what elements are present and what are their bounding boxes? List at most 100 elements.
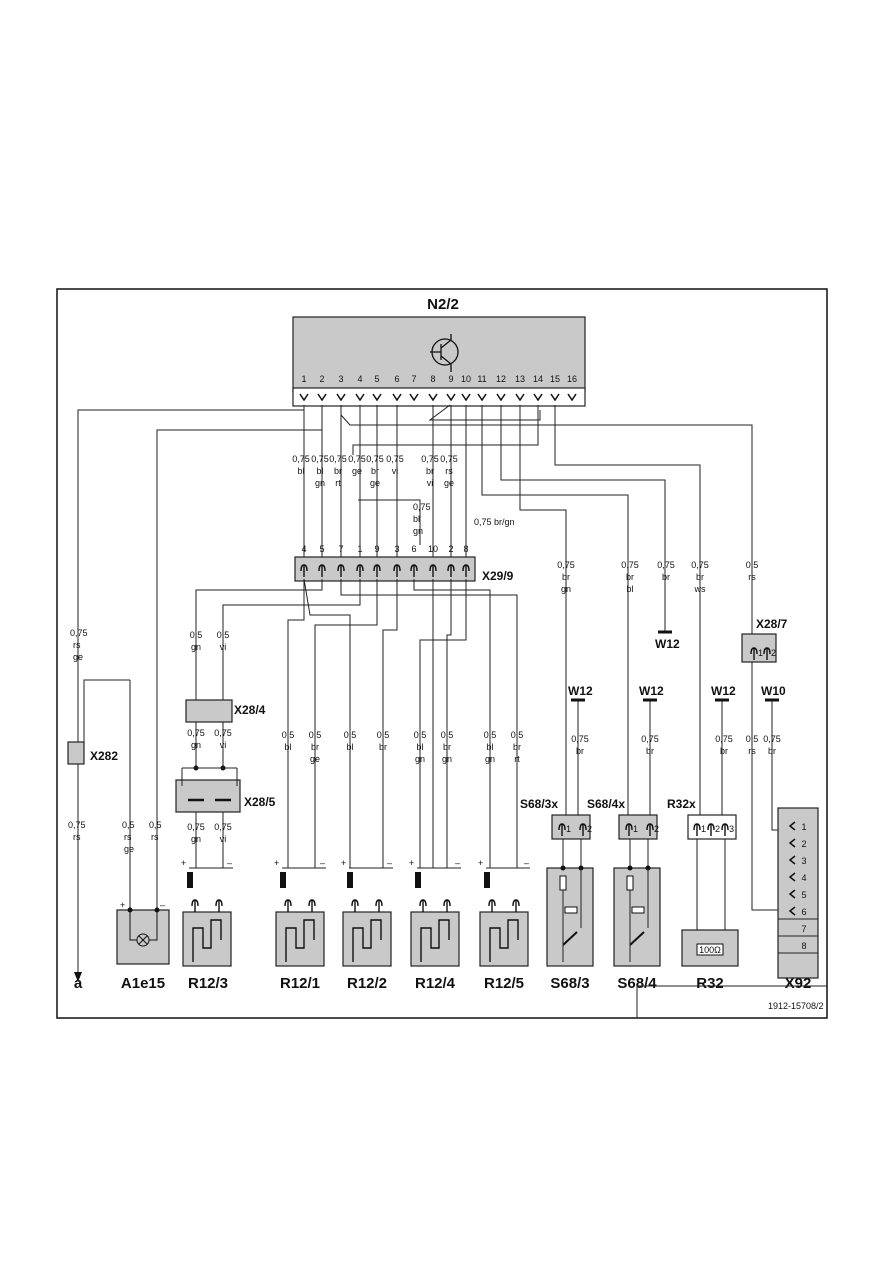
upper-wire-2-c2: rt <box>335 478 341 488</box>
r32-label: R32 <box>696 975 724 992</box>
upper-wire-6-c2: vi <box>427 478 434 488</box>
upper-wire-1-c2: gn <box>315 478 325 488</box>
lower-right-wire-4-size: 0,75 <box>763 734 781 744</box>
upper-wire-7-c2: ge <box>444 478 454 488</box>
s68-4-node-a <box>627 865 633 871</box>
x92-connector-block <box>777 807 819 979</box>
x92-pin-2: 2 <box>801 839 806 849</box>
s68-4-switch <box>613 867 661 967</box>
upper-wire-4-c1: br <box>371 466 379 476</box>
x28-5-label: X28/5 <box>244 795 276 809</box>
x28-4-out-0-size: 0,75 <box>187 728 205 738</box>
r12-4-body <box>410 911 460 967</box>
wire-mid-c1: bl <box>413 514 420 524</box>
r32-value-box <box>696 943 724 956</box>
connector-pin-num-2: 1 <box>633 824 638 834</box>
upper-wire-2-size: 0,75 <box>329 454 347 464</box>
n2-2-pin-8: 8 <box>430 374 435 384</box>
n2-2-pin-7: 7 <box>411 374 416 384</box>
x92-pin-contact-6 <box>788 906 796 916</box>
x92-pin-contact-5 <box>788 889 796 899</box>
upper-wire-1-size: 0,75 <box>311 454 329 464</box>
n2-2-pin-1: 1 <box>301 374 306 384</box>
right-wire-3-c2: ws <box>694 584 706 594</box>
a1-rsge-size: 0,5 <box>122 820 135 830</box>
sensor-wire-1-size: 0,5 <box>309 730 322 740</box>
r12-3-plus: + <box>181 858 186 868</box>
r12-4-label: R12/4 <box>415 975 456 992</box>
x92-pin-contact-2 <box>788 838 796 848</box>
x92-pin-7: 7 <box>801 924 806 934</box>
x29-9-label: X29/9 <box>482 569 514 583</box>
x29-9-pin-1: 1 <box>357 544 362 554</box>
r12-5-body <box>479 911 529 967</box>
sensor-wire-2-c1: bl <box>346 742 353 752</box>
connector-pin-num-6: 3 <box>729 824 734 834</box>
a1e15-minus-terminal <box>154 907 160 913</box>
connector-pin-num-7: 1 <box>758 648 763 658</box>
right-wire-0-c1: br <box>562 572 570 582</box>
lower-right-wire-3-size: 0,5 <box>746 734 759 744</box>
n2-2-pin-13: 13 <box>515 374 525 384</box>
right-wire-4-c1: rs <box>748 572 756 582</box>
sensor-wire-5-c1: br <box>443 742 451 752</box>
right-wire-0-size: 0,75 <box>557 560 575 570</box>
lower-right-wire-2-size: 0,75 <box>715 734 733 744</box>
lower-right-wire-0-c1: br <box>576 746 584 756</box>
s68-4-label: S68/4 <box>617 975 657 992</box>
x28-7-label: X28/7 <box>756 617 788 631</box>
upper-wire-4-c2: ge <box>370 478 380 488</box>
sensor-wire-3-size: 0,5 <box>377 730 390 740</box>
x29-9-pin-9: 9 <box>374 544 379 554</box>
s68-4-resistor-icon <box>626 875 634 891</box>
sensor-wire-6-c2: gn <box>485 754 495 764</box>
r12-1-resistor-mark <box>280 872 286 888</box>
wire-mid <box>358 499 421 545</box>
r12-3-element-icon <box>192 919 222 962</box>
r12-2-label: R12/2 <box>347 975 387 992</box>
r12-5-resistor-mark <box>484 872 490 888</box>
x28-5-connector <box>175 779 241 813</box>
n2-2-pin-contact-11 <box>477 393 487 402</box>
x29-9-pin-5: 5 <box>319 544 324 554</box>
r32-value: 100Ω <box>699 945 721 955</box>
x92-pin-contact-4 <box>788 872 796 882</box>
svg-text:W12: W12 <box>639 684 664 698</box>
r12-4-element-icon <box>420 919 450 962</box>
sensor-wire-5-c2: gn <box>442 754 452 764</box>
wire-mid-size: 0,75 <box>413 502 431 512</box>
n2-2-label: N2/2 <box>427 296 459 313</box>
n2-2-connector-strip <box>292 387 586 407</box>
x29-9-pin-2: 2 <box>448 544 453 554</box>
upper-wire-7-c1: rs <box>445 466 453 476</box>
r32x-label: R32x <box>667 797 696 811</box>
x29-9-pin-7: 7 <box>338 544 343 554</box>
a1e15-plus: + <box>120 900 125 910</box>
n2-2-pin-contact-12 <box>496 393 506 402</box>
connector-pin-num-5: 2 <box>715 824 720 834</box>
upper-wire-0-size: 0,75 <box>292 454 310 464</box>
arrow-a-icon <box>74 972 82 982</box>
sensor-wire-3-c1: br <box>379 742 387 752</box>
ground-w12-c: W12 <box>639 684 664 702</box>
n2-2-pin-9: 9 <box>448 374 453 384</box>
x28-4-out-1-size: 0,75 <box>214 728 232 738</box>
x28-4-in-1-size: 0,5 <box>217 630 230 640</box>
lamp-icon <box>129 906 158 947</box>
sensor-wire-7-c2: rt <box>514 754 520 764</box>
connector-pin-num-3: 2 <box>654 824 659 834</box>
right-wire-4-size: 0,5 <box>746 560 759 570</box>
diagram-frame <box>56 288 828 1019</box>
s68-3-switch <box>546 867 594 967</box>
connector-pin-num-1: 2 <box>587 824 592 834</box>
r12-4-heater: +– <box>409 858 461 967</box>
sensor-wire-2-size: 0,5 <box>344 730 357 740</box>
lower-right-wire-2-c1: br <box>720 746 728 756</box>
s68-4x-label: S68/4x <box>587 797 625 811</box>
r12-3-heater: +– <box>181 858 233 967</box>
